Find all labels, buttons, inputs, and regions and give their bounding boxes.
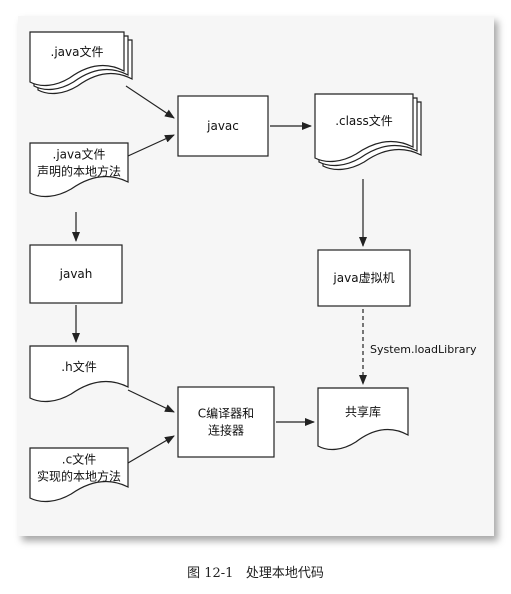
node-shared-lib: 共享库 bbox=[317, 387, 409, 451]
node-jvm: java虚拟机 bbox=[317, 249, 411, 307]
node-label: .h文件 bbox=[61, 359, 96, 374]
node-label: .java文件 bbox=[53, 147, 106, 162]
node-label: .c文件 bbox=[62, 452, 96, 467]
node-shape bbox=[177, 95, 269, 157]
figure-number: 图 12-1 bbox=[187, 566, 234, 581]
figure-title: 处理本地代码 bbox=[245, 566, 324, 581]
node-javac: javac bbox=[177, 95, 269, 157]
node-javah: javah bbox=[29, 244, 123, 304]
node-label: 声明的本地方法 bbox=[37, 164, 121, 179]
node-label: C编译器和 bbox=[198, 406, 254, 421]
node-shape bbox=[29, 447, 129, 503]
node-shape bbox=[29, 31, 125, 87]
node-label: 实现的本地方法 bbox=[37, 469, 121, 484]
node-label: 连接器 bbox=[208, 423, 244, 438]
figure-caption: 图 12-1 处理本地代码 bbox=[0, 562, 511, 581]
node-class-file: .class文件 bbox=[314, 93, 422, 171]
edge-c-file-to-compiler bbox=[127, 435, 175, 464]
edge-java-native-to-javac bbox=[127, 134, 175, 157]
node-label: .class文件 bbox=[335, 113, 393, 128]
node-shape bbox=[29, 345, 129, 403]
node-shape bbox=[29, 244, 123, 304]
edge-h-file-to-compiler bbox=[127, 389, 175, 413]
node-label: javac bbox=[206, 119, 239, 133]
node-h-file: .h文件 bbox=[29, 345, 129, 403]
node-shape bbox=[317, 387, 409, 451]
node-java-file: .java文件 bbox=[29, 31, 133, 95]
node-label: 共享库 bbox=[345, 404, 381, 419]
node-shape bbox=[314, 93, 414, 163]
node-label: javah bbox=[59, 267, 93, 281]
node-shape bbox=[29, 142, 129, 198]
edge-java-file-to-javac bbox=[125, 85, 175, 119]
node-label: java虚拟机 bbox=[332, 271, 394, 285]
edge-label: System.loadLibrary bbox=[370, 343, 477, 356]
node-label: .java文件 bbox=[51, 44, 104, 59]
node-shape bbox=[317, 249, 411, 307]
node-shape bbox=[177, 386, 275, 458]
